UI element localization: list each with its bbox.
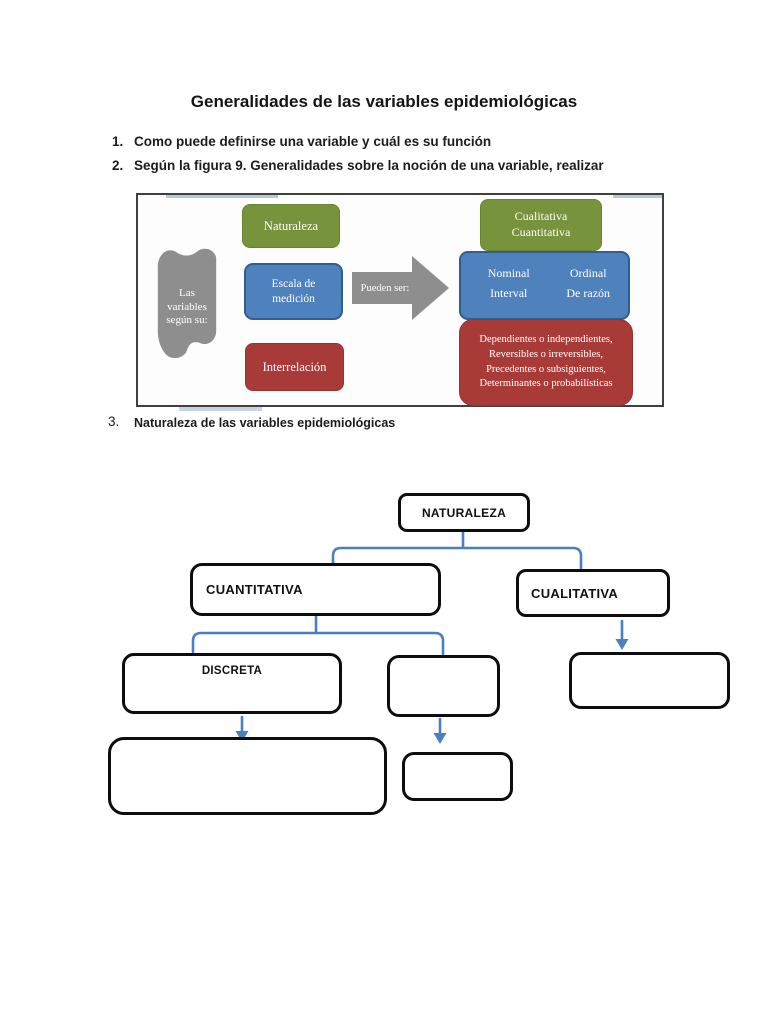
right-arrow-icon <box>352 256 449 320</box>
pueden-ser-arrow: Pueden ser: <box>352 255 450 321</box>
category-naturaleza-box: Naturaleza <box>242 204 340 248</box>
figure-artifact-strip-bottom <box>179 407 262 411</box>
brace-cuantitativa-connector <box>191 614 445 656</box>
list-item-2-text: Según la figura 9. Generalidades sobre l… <box>134 158 604 173</box>
escala-value-ordinal: Ordinal <box>569 265 607 280</box>
figure-canvas: Las variables según su: Naturaleza Escal… <box>138 195 662 406</box>
flowchart-box-naturaleza: NATURALEZA <box>398 493 530 532</box>
page-title: Generalidades de las variables epidemiol… <box>190 92 578 111</box>
flowchart-box-empty-continua <box>387 655 500 717</box>
flowchart-box-discreta: DISCRETA <box>122 653 342 714</box>
brace-blob-icon <box>157 248 217 359</box>
escala-values-grid: Nominal Ordinal Interval De razón <box>461 266 628 306</box>
flowchart-box-empty-cualitativa-child <box>569 652 730 709</box>
arrow-mid-head-icon <box>433 733 447 744</box>
values-naturaleza-box: Cualitativa Cuantitativa <box>480 199 602 251</box>
list-item-3-number: 3. <box>108 414 120 429</box>
figure-variables-overview: Las variables según su: Naturaleza Escal… <box>136 193 664 407</box>
list-item-2-number: 2. <box>112 158 124 173</box>
flowchart-box-cuantitativa: CUANTITATIVA <box>190 563 441 616</box>
escala-value-interval: Interval <box>490 285 528 300</box>
figure-artifact-line-right <box>613 195 662 198</box>
category-interrelacion-box: Interrelación <box>245 343 344 391</box>
source-brace-shape: Las variables según su: <box>150 243 224 365</box>
category-escala-box: Escala de medición <box>244 263 343 320</box>
list-item-1-number: 1. <box>112 134 124 149</box>
flowchart-box-empty-continua-child <box>402 752 513 801</box>
flowchart-box-empty-discreta-child <box>108 737 387 815</box>
figure-artifact-line-left <box>166 195 278 198</box>
source-brace-text: Las variables según su: <box>166 286 208 327</box>
escala-value-nominal: Nominal <box>487 265 530 280</box>
pueden-ser-label: Pueden ser: <box>360 282 410 294</box>
arrow-cualitativa-head-icon <box>615 639 629 650</box>
values-interrelacion-box: Dependientes o independientes, Reversibl… <box>459 319 633 406</box>
flowchart-box-cualitativa: CUALITATIVA <box>516 569 670 617</box>
values-escala-box: Nominal Ordinal Interval De razón <box>459 251 630 320</box>
list-item-1-text: Como puede definirse una variable y cuál… <box>134 134 492 149</box>
list-item-3-text: Naturaleza de las variables epidemiológi… <box>134 416 396 430</box>
escala-value-derazon: De razón <box>566 285 611 300</box>
